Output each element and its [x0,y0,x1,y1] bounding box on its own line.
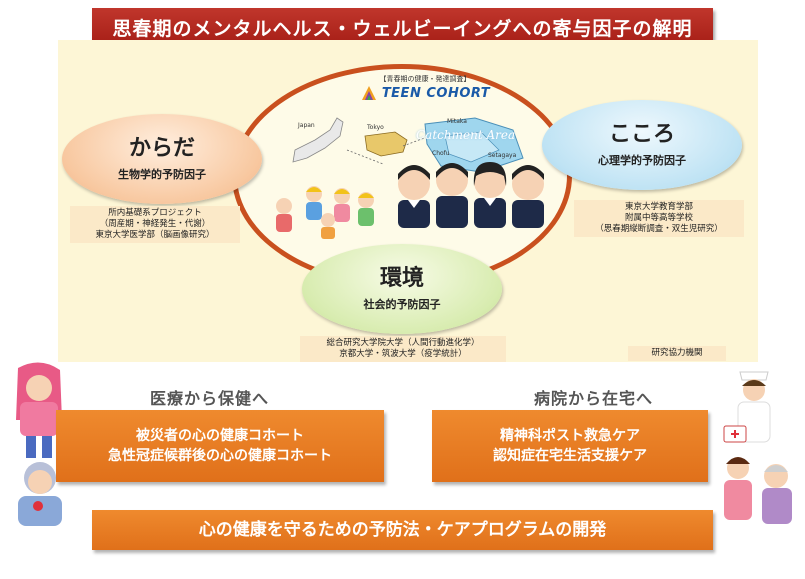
bottom-banner: 心の健康を守るための予防法・ケアプログラムの開発 [92,510,713,550]
teen-cohort-logo: 【青春期の健康・発達調査】 TEEN COHORT [355,74,495,108]
institution-line: （思春期縦断調査・双生児研究） [595,224,723,234]
institution-line: 附属中等高等学校 [624,213,693,223]
patients-illustration [16,362,62,526]
factor-mind-subtitle: 心理学的予防因子 [598,154,686,167]
factor-environment-subtitle: 社会的予防因子 [363,298,441,311]
logo-mark-icon [361,86,376,100]
factor-mind: こころ 心理学的予防因子 [542,100,742,190]
japan-map-illustration [292,117,524,173]
factor-body: からだ 生物学的予防因子 [62,114,262,204]
collaborators-label: 研究協力機関 [628,346,726,361]
institution-line: 所内基礎系プロジェクト [108,208,202,218]
map-label-japan: Japan [298,122,315,129]
section-right-line: 精神科ポスト救急ケア [500,428,640,444]
children-illustration [276,186,374,239]
section-left-heading: 医療から保健へ [150,389,270,408]
factor-body-institutions: 所内基礎系プロジェクト （周産期・神経発生・代謝） 東京大学医学部（脳画像研究） [70,206,240,243]
institution-line: 京都大学・筑波大学（疫学統計） [339,349,467,359]
section-right-heading: 病院から在宅へ [534,389,654,408]
logo-subtitle: 【青春期の健康・発達調査】 [379,75,471,83]
section-left-line: 急性冠症候群後の心の健康コホート [108,448,332,464]
factor-body-subtitle: 生物学的予防因子 [118,168,206,181]
institution-line: （周産期・神経発生・代謝） [99,219,211,229]
page-title: 思春期のメンタルヘルス・ウェルビーイングへの寄与因子の解明 [112,17,693,40]
factor-environment: 環境 社会的予防因子 [302,244,502,334]
section-left-line: 被災者の心の健康コホート [136,428,304,444]
map-label-mitaka: Mitaka [447,118,467,125]
section-right-line: 認知症在宅生活支援ケア [493,448,647,464]
factor-environment-institutions: 総合研究大学院大学（人間行動進化学） 京都大学・筑波大学（疫学統計） [300,336,506,362]
map-label-tokyo: Tokyo [367,124,384,131]
factor-mind-title: こころ [608,122,675,147]
factor-mind-institutions: 東京大学教育学部 附属中等高等学校 （思春期縦断調査・双生児研究） [574,200,744,237]
institution-line: 東京大学医学部（脳画像研究） [95,230,215,240]
factor-environment-title: 環境 [379,266,424,291]
map-label-chofu: Chofu [432,150,450,157]
institution-line: 総合研究大学院大学（人間行動進化学） [326,338,480,348]
section-right-box: 精神科ポスト救急ケア 認知症在宅生活支援ケア [432,410,708,482]
bottom-banner-text: 心の健康を守るための予防法・ケアプログラムの開発 [198,520,607,540]
catchment-area-label: Catchment Area [416,128,516,142]
title-banner: 思春期のメンタルヘルス・ウェルビーイングへの寄与因子の解明 [92,8,713,46]
map-label-setagaya: Setagaya [488,152,517,159]
section-left-box: 被災者の心の健康コホート 急性冠症候群後の心の健康コホート [56,410,384,482]
institution-line: 東京大学教育学部 [624,202,693,212]
factor-body-title: からだ [128,136,195,161]
students-illustration [398,162,544,228]
logo-name: TEEN COHORT [381,85,491,101]
caregivers-illustration [723,371,792,524]
